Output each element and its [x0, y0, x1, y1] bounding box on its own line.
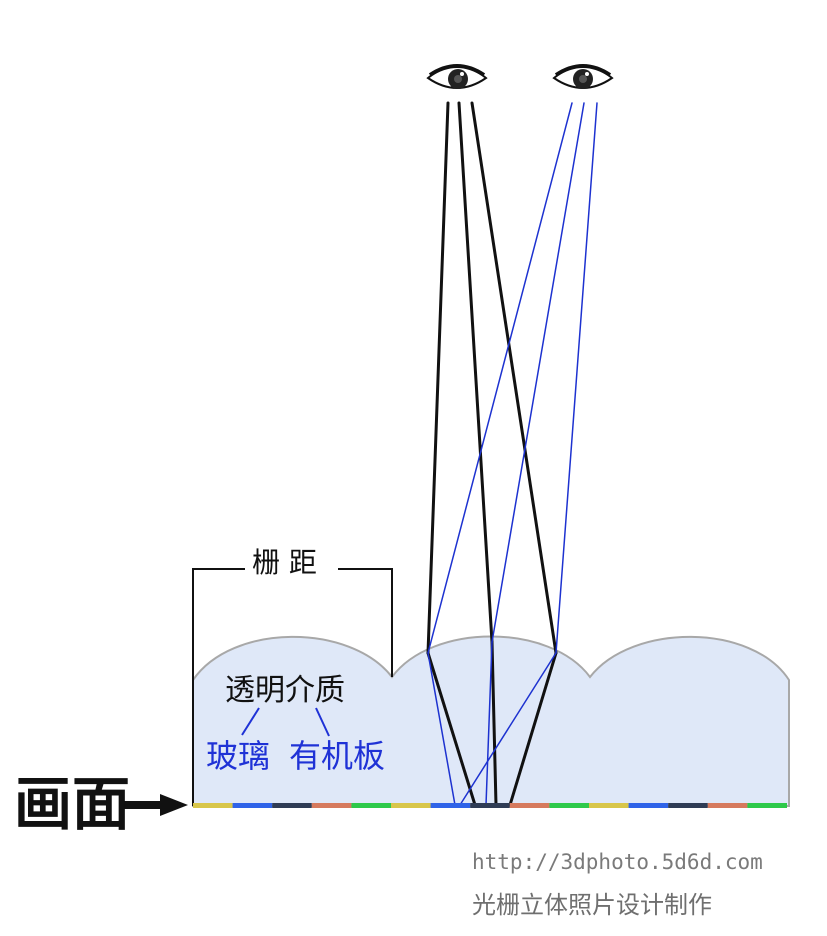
- strip-segment: [747, 803, 787, 808]
- left-eye-icon: [426, 64, 488, 89]
- footer-url: http://3dphoto.5d6d.com: [472, 850, 763, 874]
- strip-segment: [628, 803, 669, 808]
- black-ray-group: [426, 101, 558, 807]
- strip-segment: [232, 803, 273, 808]
- medium-label: 透明介质: [225, 673, 345, 708]
- image-strip: [193, 803, 787, 808]
- acrylic-pointer-line: [315, 707, 330, 737]
- pitch-bracket-left: [192, 568, 245, 806]
- strip-segment: [311, 803, 352, 808]
- strip-segment: [391, 803, 431, 808]
- lenticular-lens-body: [192, 635, 790, 807]
- strip-segment: [707, 803, 748, 808]
- strip-segment: [470, 803, 510, 808]
- strip-segment: [509, 803, 550, 808]
- pitch-bracket-right: [338, 568, 393, 677]
- right-eye-icon: [552, 64, 614, 89]
- strip-segment: [272, 803, 312, 808]
- strip-segment: [668, 803, 708, 808]
- pitch-label: 栅 距: [252, 546, 317, 579]
- blue-ray-group: [427, 102, 598, 806]
- strip-segment: [351, 803, 391, 808]
- screen-label: 画面: [14, 770, 130, 838]
- strip-segment: [549, 803, 589, 808]
- strip-segment: [589, 803, 629, 808]
- glass-pointer-line: [241, 707, 260, 736]
- strip-segment: [430, 803, 471, 808]
- glass-label: 玻璃: [206, 737, 270, 775]
- screen-arrow-icon: [119, 794, 188, 816]
- strip-segment: [193, 803, 233, 808]
- footer-credit: 光栅立体照片设计制作: [472, 891, 712, 919]
- acrylic-label: 有机板: [289, 737, 385, 775]
